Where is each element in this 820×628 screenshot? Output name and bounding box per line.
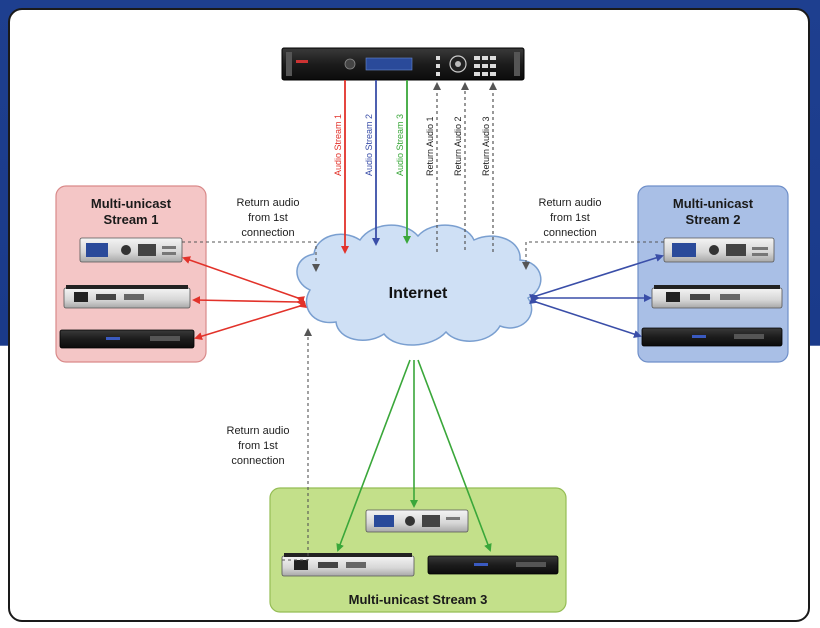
return-note-bottom-line3: connection	[231, 455, 284, 467]
label-return-audio-2: Return Audio 2	[453, 116, 463, 176]
stream3-group	[269, 487, 567, 613]
source-codec-device	[281, 47, 525, 81]
return-note-right-line3: connection	[543, 227, 596, 239]
stream2-return-path	[522, 241, 664, 270]
stream3-device-2	[281, 553, 415, 577]
stream2-link-3	[529, 296, 642, 338]
stream2-title-line2: Stream 2	[686, 212, 741, 227]
stream2-link-1	[529, 254, 664, 302]
stream1-device-3	[59, 329, 195, 349]
stream1-link-1	[182, 256, 305, 304]
stream2-device-2	[651, 285, 783, 309]
label-audio-stream-2: Audio Stream 2	[364, 114, 374, 176]
label-return-audio-1: Return Audio 1	[425, 116, 435, 176]
stream2-device-1	[663, 237, 775, 263]
stream1-title-line1: Multi-unicast	[91, 196, 172, 211]
stream3-link-3	[417, 359, 492, 552]
label-audio-stream-1: Audio Stream 1	[333, 114, 343, 176]
stream2-title-line1: Multi-unicast	[673, 196, 754, 211]
stream1-link-2	[192, 296, 305, 307]
stream1-device-1	[79, 237, 183, 263]
return-note-right-line2: from 1st	[550, 212, 590, 224]
return-note-right-line1: Return audio	[539, 197, 602, 209]
stream3-device-1	[365, 509, 469, 533]
return-note-bottom-line2: from 1st	[238, 440, 278, 452]
stream3-return-path	[282, 328, 312, 561]
stream1-return-path	[182, 241, 320, 272]
stream2-device-3	[641, 327, 783, 347]
stream3-link-1	[336, 359, 411, 552]
internet-label: Internet	[389, 285, 448, 302]
label-audio-stream-3: Audio Stream 3	[395, 114, 405, 176]
return-note-left-line1: Return audio	[237, 197, 300, 209]
return-note-left-line2: from 1st	[248, 212, 288, 224]
label-return-audio-3: Return Audio 3	[481, 116, 491, 176]
stream1-title-line2: Stream 1	[104, 212, 159, 227]
stream3-title: Multi-unicast Stream 3	[349, 592, 488, 607]
return-note-bottom-line1: Return audio	[227, 425, 290, 437]
stream1-link-3	[194, 300, 307, 341]
stream1-device-2	[63, 285, 191, 309]
return-note-left-line3: connection	[241, 227, 294, 239]
stream3-device-3	[427, 555, 559, 575]
